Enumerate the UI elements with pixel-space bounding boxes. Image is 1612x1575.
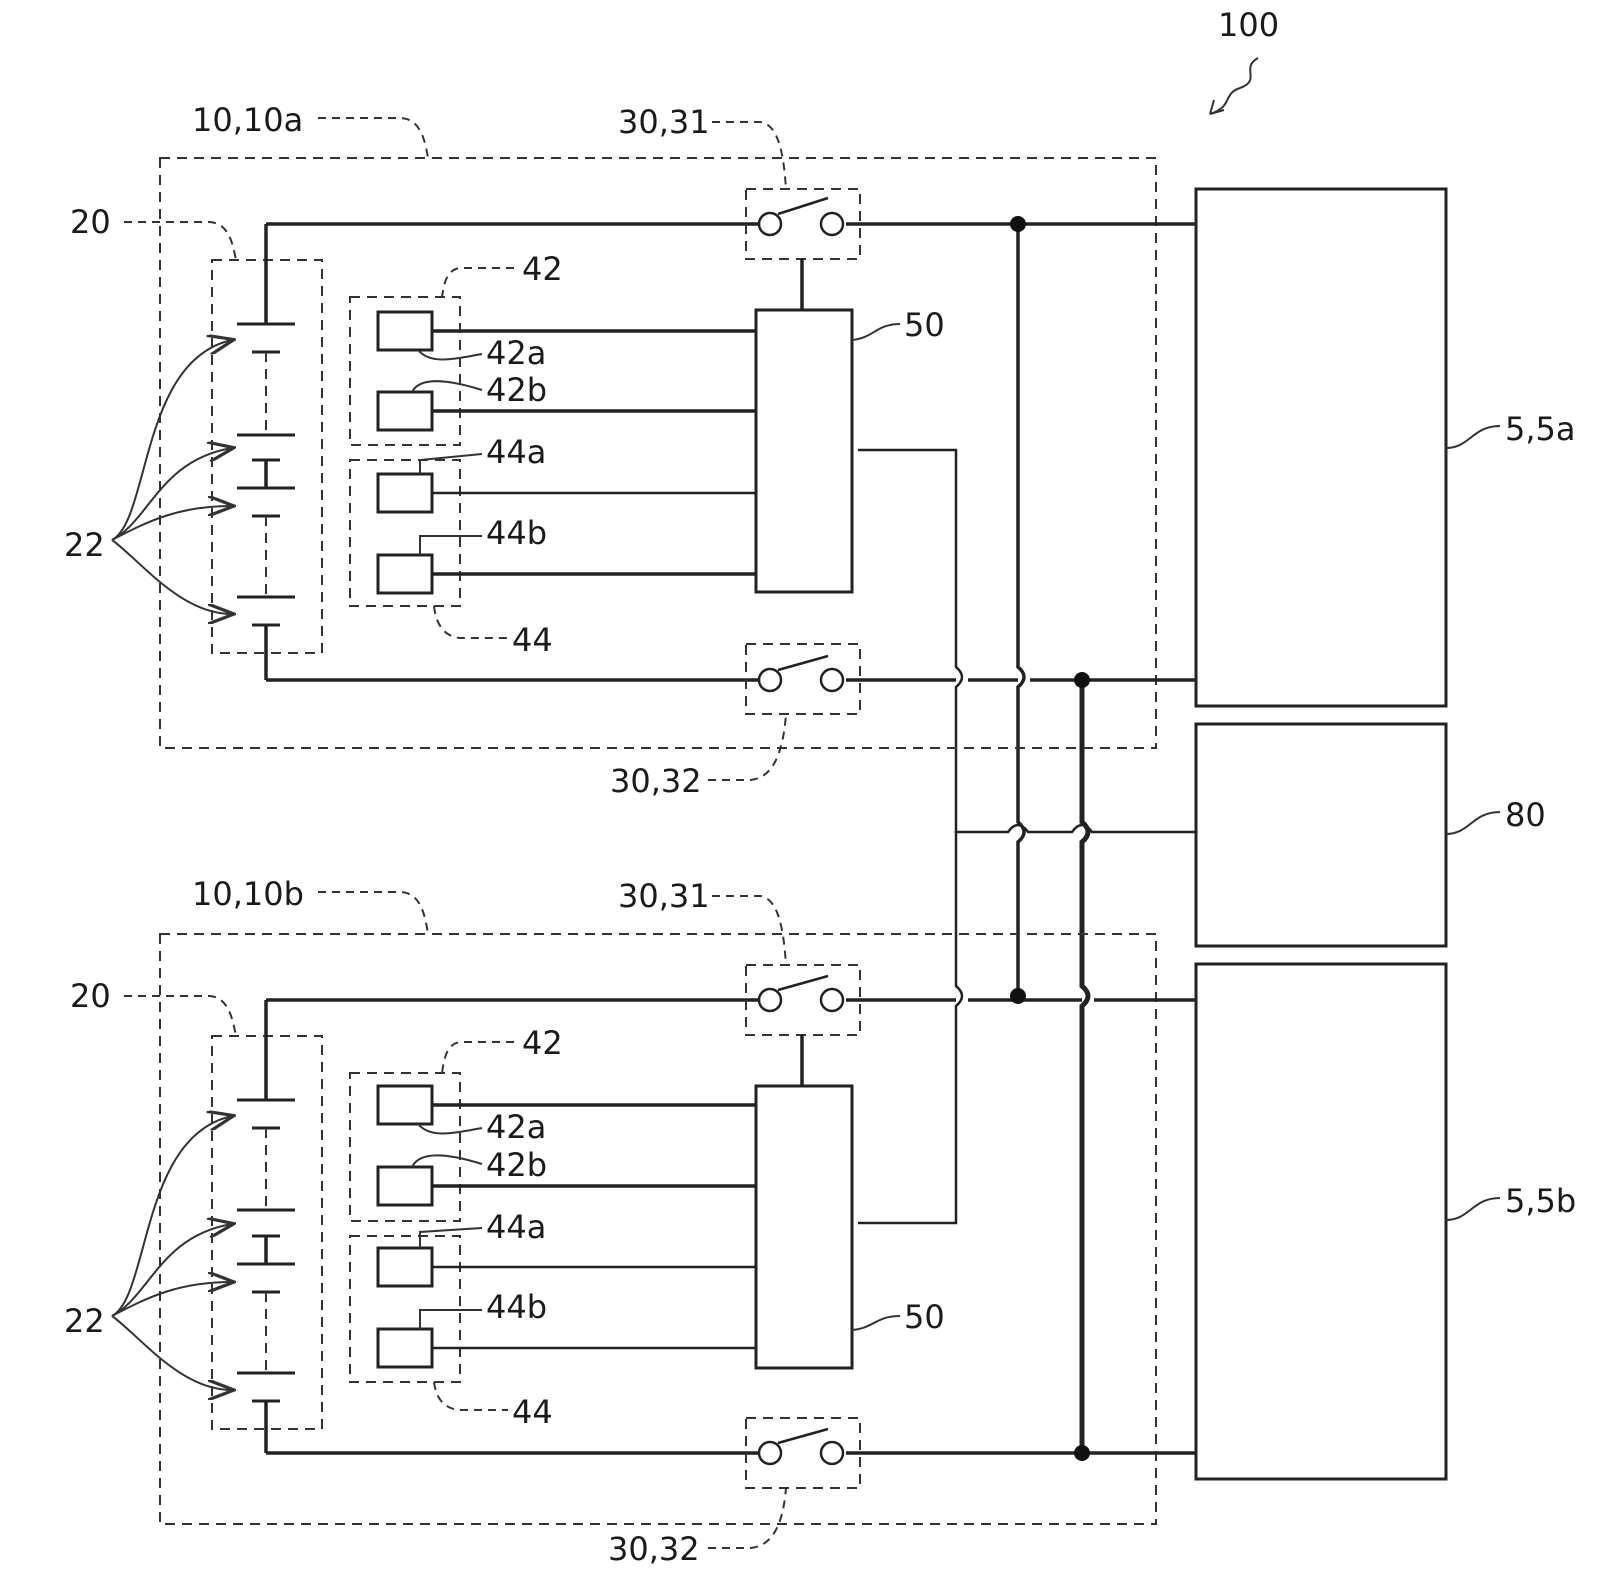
pack-a-main-switch-leader bbox=[712, 122, 786, 189]
pack-b-controller-leader bbox=[852, 1316, 900, 1330]
pack-b-label: 10,10b bbox=[192, 875, 304, 913]
battery-pack-a: 10,10a 20 22 bbox=[64, 101, 1196, 800]
pack-b-controller bbox=[756, 1086, 852, 1368]
load-b-label: 5,5b bbox=[1505, 1182, 1576, 1220]
pack-a-sub-switch-label: 30,32 bbox=[610, 762, 702, 800]
pack-a-module-leader bbox=[124, 222, 236, 260]
load-a-label: 5,5a bbox=[1505, 410, 1576, 448]
system-leader bbox=[1210, 58, 1258, 114]
pack-a-sensor-44b-label: 44b bbox=[486, 514, 547, 552]
pack-b-leader bbox=[318, 892, 428, 934]
pack-b-sensor-44b-label: 44b bbox=[486, 1288, 547, 1326]
device-80-block bbox=[1196, 724, 1446, 946]
pack-b-cells-label: 22 bbox=[64, 1302, 105, 1340]
pack-b-sensor-group-44-leader bbox=[434, 1382, 508, 1410]
pack-a-cells-label: 22 bbox=[64, 526, 105, 564]
pack-b-sub-switch-contact-right bbox=[821, 1442, 843, 1464]
pack-a-sensor-group-42-leader bbox=[442, 268, 514, 297]
pack-a-leader bbox=[318, 118, 428, 158]
pack-b-sensor-group-44-label: 44 bbox=[512, 1393, 553, 1431]
negative-bus bbox=[1082, 680, 1088, 1453]
device-80-leader bbox=[1446, 812, 1500, 834]
pack-b-sub-switch-lever bbox=[778, 1429, 828, 1443]
pack-a-boundary bbox=[160, 158, 1156, 748]
pack-a-controller bbox=[756, 310, 852, 592]
pack-a-sensor-42b-label: 42b bbox=[486, 371, 547, 409]
pack-a-sensor-group-42-label: 42 bbox=[522, 250, 563, 288]
positive-bus bbox=[1018, 224, 1024, 996]
pack-b-sensor-42b-label: 42b bbox=[486, 1146, 547, 1184]
pack-a-sensor-42a-label: 42a bbox=[486, 334, 546, 372]
pack-a-cells bbox=[237, 224, 295, 680]
pack-b-module-leader bbox=[124, 996, 236, 1036]
pack-b-sensor-44a bbox=[378, 1248, 432, 1286]
pack-b-module-label: 20 bbox=[70, 977, 111, 1015]
pack-b-main-switch-label: 30,31 bbox=[618, 877, 710, 915]
comm-line bbox=[858, 450, 1196, 1223]
device-80-label: 80 bbox=[1505, 796, 1546, 834]
pack-a-main-switch-contact-left bbox=[759, 213, 781, 235]
pack-b-main-switch-leader bbox=[712, 896, 786, 965]
pack-b-sensor-group-42-label: 42 bbox=[522, 1024, 563, 1062]
pack-b-sub-switch-contact-left bbox=[759, 1442, 781, 1464]
pack-b-sensor-group-42-leader bbox=[442, 1042, 514, 1073]
pack-a-sensor-group-44-label: 44 bbox=[512, 621, 553, 659]
pack-b-sensor-42b-leader bbox=[412, 1155, 482, 1167]
pack-b-sensor-42a bbox=[378, 1086, 432, 1124]
system-label: 100 bbox=[1218, 6, 1279, 44]
pack-b-boundary bbox=[160, 934, 1156, 1524]
pack-a-sensor-42a bbox=[378, 312, 432, 350]
load-a-leader bbox=[1446, 426, 1500, 448]
pack-a-main-switch-contact-right bbox=[821, 213, 843, 235]
pack-a-sensor-44a-leader bbox=[420, 454, 482, 474]
pack-a-sensor-44b bbox=[378, 555, 432, 593]
pack-a-label: 10,10a bbox=[192, 101, 303, 139]
pack-b-sensor-42a-label: 42a bbox=[486, 1108, 546, 1146]
pack-b-sub-switch-label: 30,32 bbox=[608, 1530, 700, 1568]
pack-b-main-switch-lever bbox=[778, 976, 828, 990]
pack-b-sensor-44b-leader bbox=[420, 1310, 482, 1329]
pack-a-sensor-group-44-leader bbox=[434, 606, 508, 638]
load-b-leader bbox=[1446, 1198, 1500, 1220]
pack-a-sensor-44a bbox=[378, 474, 432, 512]
pack-b-positive-node bbox=[1010, 988, 1026, 1004]
battery-pack-b: 10,10b 20 22 bbox=[64, 875, 1196, 1568]
load-a-block bbox=[1196, 189, 1446, 706]
pack-b-sensor-44a-leader bbox=[420, 1228, 482, 1248]
pack-b-main-switch-contact-right bbox=[821, 989, 843, 1011]
pack-a-sensor-44b-leader bbox=[420, 536, 482, 555]
pack-a-sensor-42b bbox=[378, 392, 432, 430]
pack-a-sensor-42b-leader bbox=[412, 381, 482, 392]
pack-b-cell-arrows bbox=[112, 1116, 232, 1390]
pack-a-sensor-44a-label: 44a bbox=[486, 433, 546, 471]
pack-a-cell-arrows bbox=[112, 340, 232, 614]
load-b-block bbox=[1196, 964, 1446, 1479]
pack-a-main-switch-label: 30,31 bbox=[618, 103, 710, 141]
pack-b-sensor-44b bbox=[378, 1329, 432, 1367]
pack-a-sub-switch-lever bbox=[778, 656, 828, 670]
pack-b-cells bbox=[237, 1000, 295, 1453]
pack-b-main-switch-contact-left bbox=[759, 989, 781, 1011]
pack-a-main-switch-lever bbox=[778, 198, 828, 214]
pack-a-negative-node bbox=[1074, 672, 1090, 688]
pack-b-sensor-42b bbox=[378, 1167, 432, 1205]
pack-a-controller-label: 50 bbox=[904, 306, 945, 344]
pack-a-module-label: 20 bbox=[70, 203, 111, 241]
pack-a-positive-node bbox=[1010, 216, 1026, 232]
pack-a-sub-switch-contact-right bbox=[821, 669, 843, 691]
pack-b-sub-switch-leader bbox=[708, 1488, 786, 1548]
pack-b-sensor-44a-label: 44a bbox=[486, 1208, 546, 1246]
pack-a-controller-leader bbox=[852, 324, 900, 340]
pack-a-sub-switch-contact-left bbox=[759, 669, 781, 691]
pack-b-controller-label: 50 bbox=[904, 1298, 945, 1336]
pack-b-negative-node bbox=[1074, 1445, 1090, 1461]
